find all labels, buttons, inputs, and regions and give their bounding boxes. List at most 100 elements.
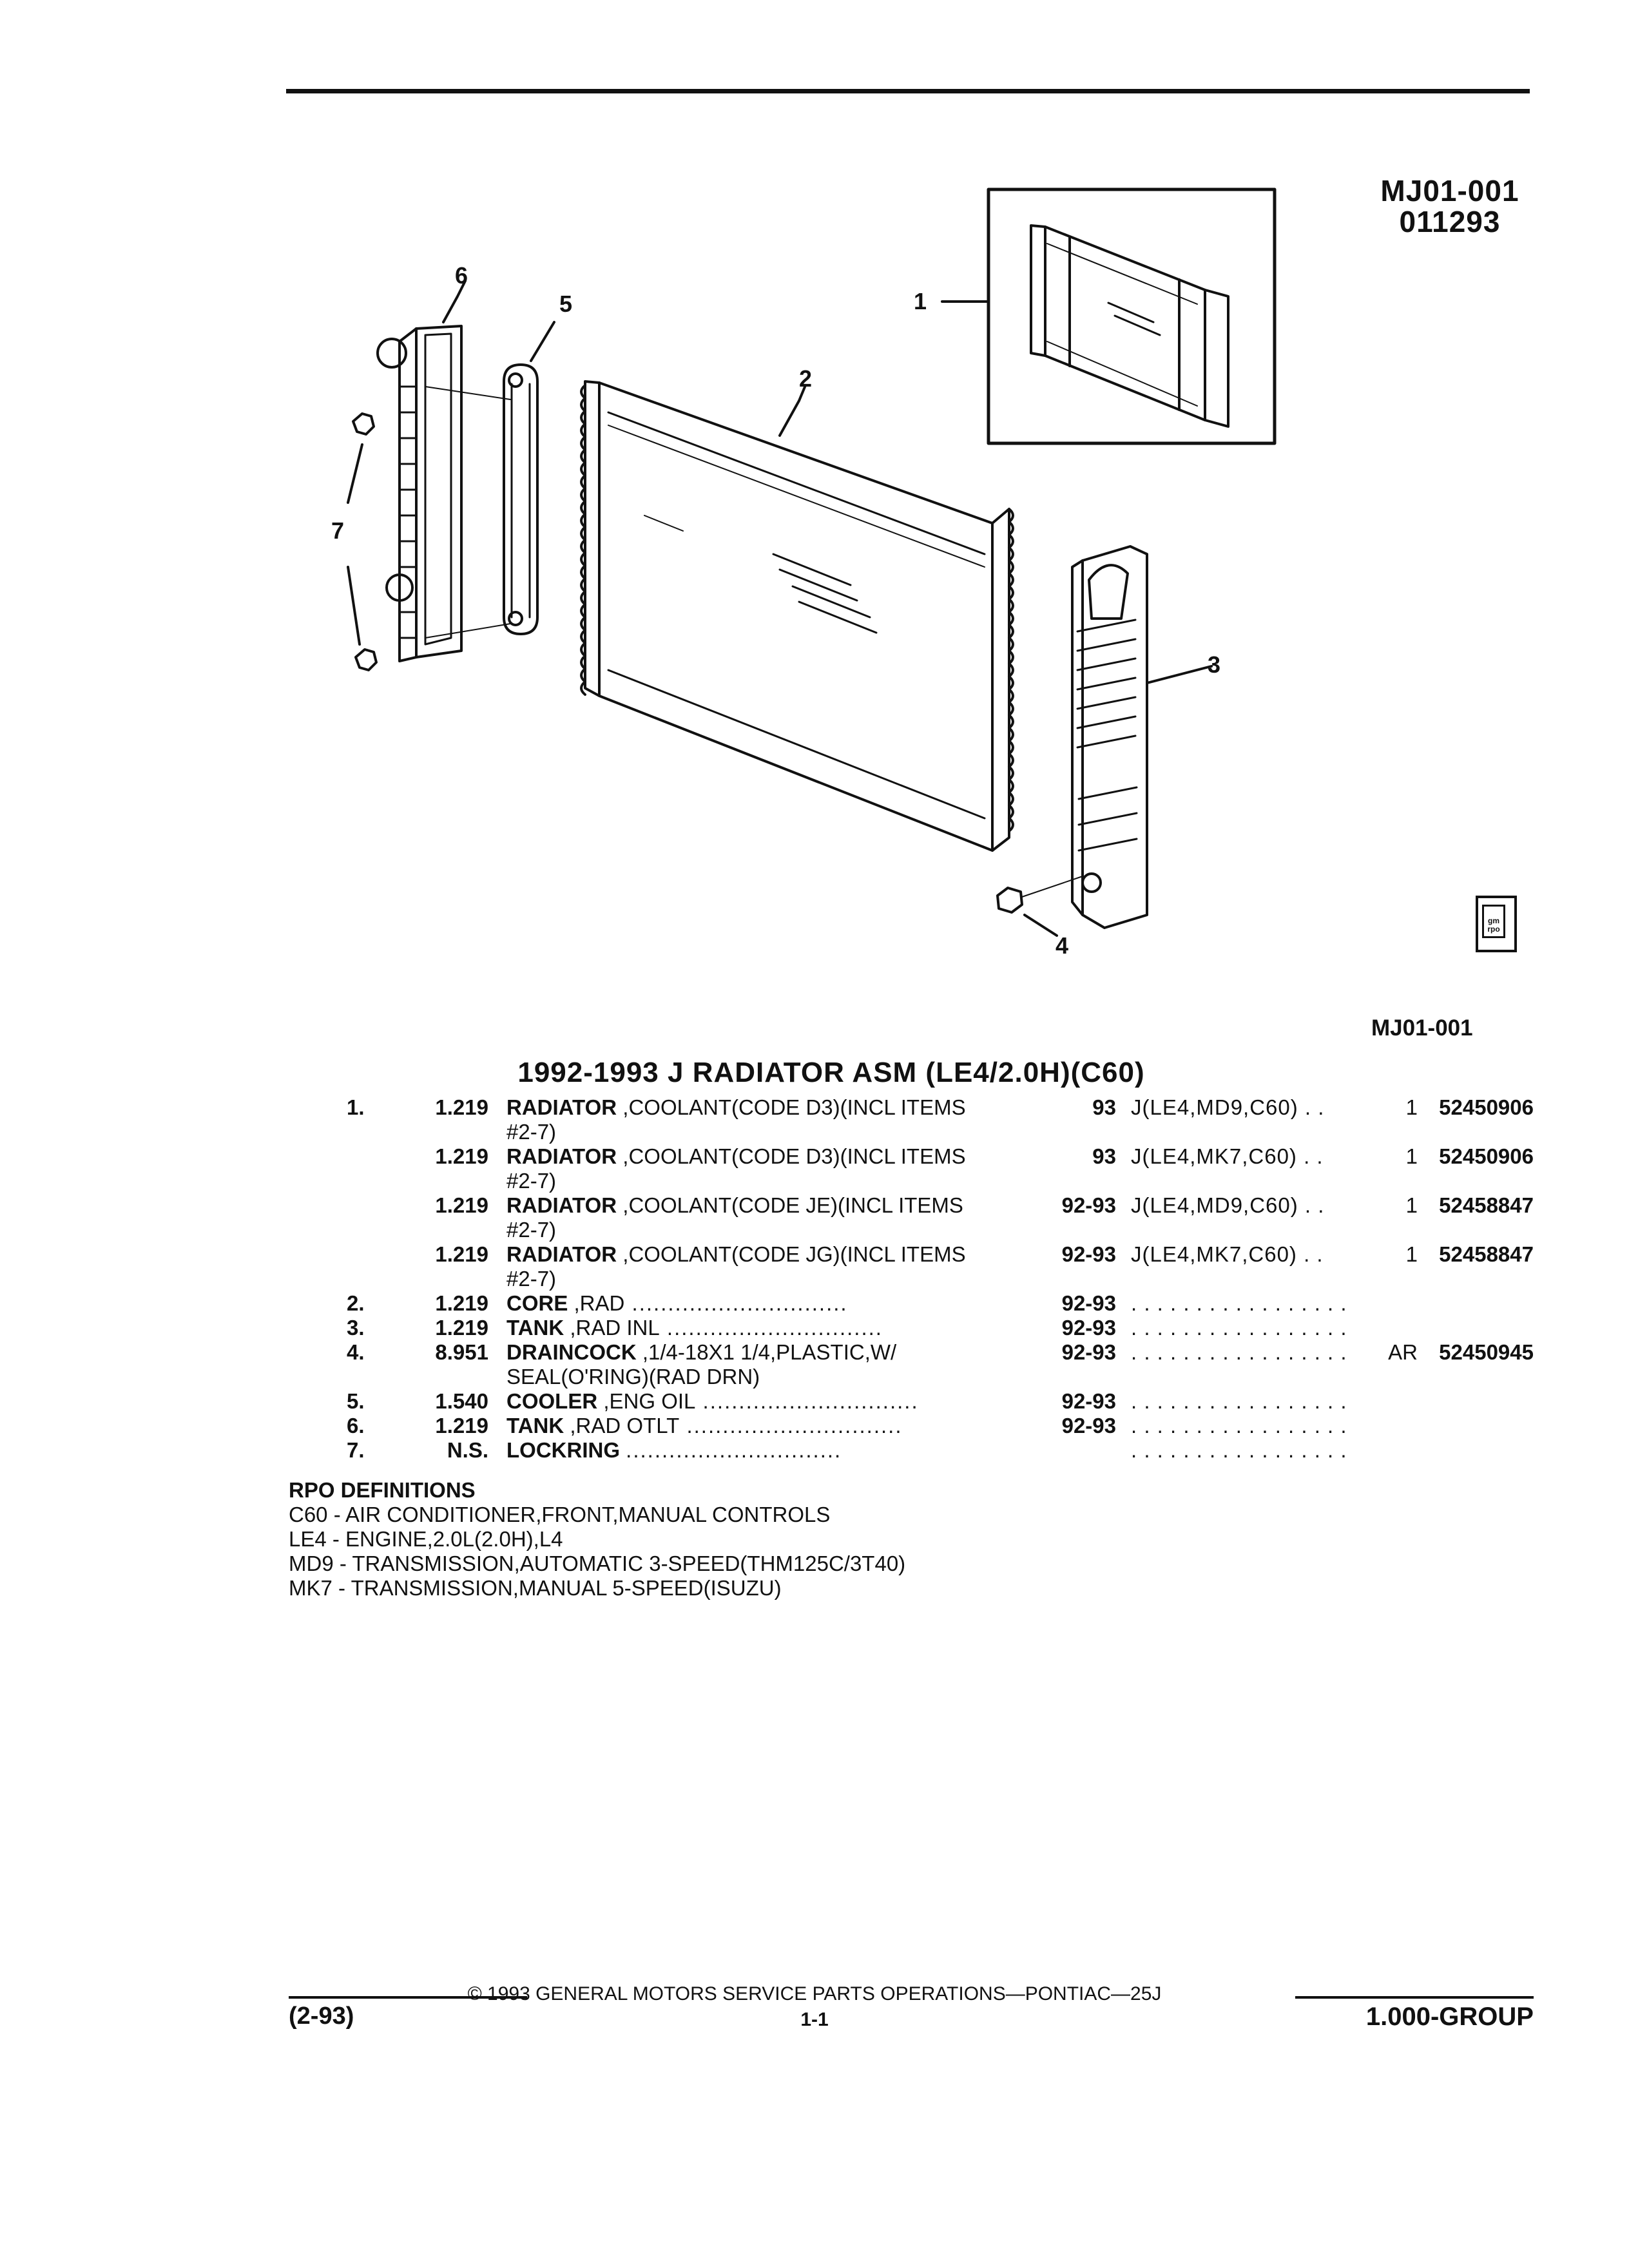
part-desc-continuation: #2-7) xyxy=(506,1120,557,1144)
part-name: CORE xyxy=(506,1291,568,1315)
part-name: LOCKRING xyxy=(506,1438,620,1462)
leader-dots: .............................. xyxy=(679,1414,903,1437)
part-desc-text: ,RAD xyxy=(574,1291,625,1315)
part-years: 93 xyxy=(1092,1144,1116,1168)
part-years: 92-93 xyxy=(1061,1389,1116,1413)
part-qty: 1.219 xyxy=(435,1414,488,1437)
part-name: RADIATOR xyxy=(506,1144,617,1168)
part-count: AR xyxy=(1388,1340,1418,1364)
footer-page-number: 1-1 xyxy=(800,2009,829,2030)
part-desc-text: ,COOLANT(CODE JE)(INCL ITEMS xyxy=(622,1193,963,1217)
ref-code-lower: MJ01-001 xyxy=(1371,1015,1473,1041)
ref-code-block: MJ01-001 011293 xyxy=(1366,175,1534,237)
ref-date: 011293 xyxy=(1399,205,1501,238)
part-models: . . . . . . . . . . . . . . . . . xyxy=(1131,1340,1347,1364)
callout-6: 6 xyxy=(455,262,468,289)
page-title: 1992-1993 J RADIATOR ASM (LE4/2.0H)(C60) xyxy=(517,1057,1145,1088)
part-item-number: 7. xyxy=(347,1438,365,1462)
part-models: J(LE4,MK7,C60) . . xyxy=(1131,1242,1324,1266)
part-qty: 1.219 xyxy=(435,1193,488,1217)
part-desc-continuation: SEAL(O'RING)(RAD DRN) xyxy=(506,1365,760,1389)
part-row: 7. N.S. . . . . . . . . . . . . . . . . . L… xyxy=(0,1438,1629,1463)
callout-7: 7 xyxy=(331,517,344,544)
part-row: 2. 1.219 92-93 . . . . . . . . . . . . . . … xyxy=(0,1291,1629,1316)
part-description: DRAINCOCK ,1/4-18X1 1/4,PLASTIC,W/SEAL(O… xyxy=(506,1340,1041,1389)
footer-copyright: © 1993 GENERAL MOTORS SERVICE PARTS OPER… xyxy=(467,1983,1162,2004)
part-name: RADIATOR xyxy=(506,1242,617,1266)
part-models: J(LE4,MD9,C60) . . xyxy=(1131,1193,1325,1217)
part-count: 1 xyxy=(1405,1193,1418,1217)
leader-dots: .............................. xyxy=(695,1389,919,1413)
part-qty: 1.219 xyxy=(435,1144,488,1168)
draincock xyxy=(996,876,1083,914)
part-qty: 1.540 xyxy=(435,1389,488,1413)
part-desc-text: ,COOLANT(CODE D3)(INCL ITEMS xyxy=(622,1095,966,1119)
part-years: 92-93 xyxy=(1061,1242,1116,1266)
part-item-number: 1. xyxy=(347,1095,365,1119)
radiator-exploded-diagram: 1 2 3 4 5 6 7 xyxy=(331,187,1277,959)
part-description: TANK ,RAD INL ..........................… xyxy=(506,1316,1041,1340)
part-row: 1.219 92-93 J(LE4,MD9,C60) . . 1 52458847 RAD… xyxy=(0,1193,1629,1242)
part-desc-continuation: #2-7) xyxy=(506,1169,557,1193)
part-item-number: 3. xyxy=(347,1316,365,1340)
part-models: J(LE4,MK7,C60) . . xyxy=(1131,1144,1324,1168)
ref-code: MJ01-001 xyxy=(1380,174,1519,207)
rpo-heading: RPO DEFINITIONS xyxy=(289,1478,476,1502)
leader-dots: .............................. xyxy=(659,1316,883,1340)
part-models: . . . . . . . . . . . . . . . . . xyxy=(1131,1389,1347,1413)
outlet-tank xyxy=(376,325,463,662)
part-name: RADIATOR xyxy=(506,1193,617,1217)
part-desc-text: ,COOLANT(CODE D3)(INCL ITEMS xyxy=(622,1144,966,1168)
part-models: . . . . . . . . . . . . . . . . . xyxy=(1131,1438,1347,1462)
part-number: 52450945 xyxy=(1439,1340,1534,1364)
part-qty: 1.219 xyxy=(435,1095,488,1119)
lockring-bottom xyxy=(354,648,378,671)
part-desc-text: ,ENG OIL xyxy=(603,1389,696,1413)
part-years: 92-93 xyxy=(1061,1291,1116,1315)
part-qty: 8.951 xyxy=(435,1340,488,1364)
part-years: 92-93 xyxy=(1061,1340,1116,1364)
top-rule xyxy=(286,89,1530,93)
part-item-number: 6. xyxy=(347,1414,365,1437)
part-number: 52458847 xyxy=(1439,1193,1534,1217)
callout-4: 4 xyxy=(1055,932,1068,959)
part-models: . . . . . . . . . . . . . . . . . xyxy=(1131,1316,1347,1340)
lockring-top xyxy=(352,412,375,436)
part-row: 5. 1.540 92-93 . . . . . . . . . . . . . . … xyxy=(0,1389,1629,1414)
part-qty: N.S. xyxy=(447,1438,488,1462)
part-desc-continuation: #2-7) xyxy=(506,1267,557,1291)
part-years: 93 xyxy=(1092,1095,1116,1119)
part-desc-text: ,1/4-18X1 1/4,PLASTIC,W/ xyxy=(642,1340,897,1364)
leader-dots: .............................. xyxy=(624,1291,848,1315)
part-models: . . . . . . . . . . . . . . . . . xyxy=(1131,1414,1347,1437)
part-number: 52458847 xyxy=(1439,1242,1534,1266)
part-desc-continuation: #2-7) xyxy=(506,1218,557,1242)
part-qty: 1.219 xyxy=(435,1291,488,1315)
rpo-definitions: RPO DEFINITIONS C60 - AIR CONDITIONER,FR… xyxy=(289,1478,905,1600)
inlet-tank xyxy=(1071,545,1148,929)
part-qty: 1.219 xyxy=(435,1316,488,1340)
part-name: DRAINCOCK xyxy=(506,1340,637,1364)
part-item-number: 2. xyxy=(347,1291,365,1315)
part-item-number: 5. xyxy=(347,1389,365,1413)
part-name: TANK xyxy=(506,1414,564,1437)
engine-oil-cooler xyxy=(503,363,539,635)
part-name: COOLER xyxy=(506,1389,598,1413)
callout-5: 5 xyxy=(559,291,572,317)
part-count: 1 xyxy=(1405,1242,1418,1266)
part-years: 92-93 xyxy=(1061,1193,1116,1217)
footer-group: 1.000-GROUP xyxy=(1365,2003,1534,2031)
part-models: . . . . . . . . . . . . . . . . . xyxy=(1131,1291,1347,1315)
part-years: 92-93 xyxy=(1061,1316,1116,1340)
part-desc-text: ,COOLANT(CODE JG)(INCL ITEMS xyxy=(622,1242,966,1266)
part-years: 92-93 xyxy=(1061,1414,1116,1437)
rpo-line: MK7 - TRANSMISSION,MANUAL 5-SPEED(ISUZU) xyxy=(289,1576,782,1600)
part-description: COOLER ,ENG OIL ........................… xyxy=(506,1389,1041,1414)
part-description: RADIATOR ,COOLANT(CODE JE)(INCL ITEMS #2-… xyxy=(506,1193,1041,1242)
part-name: TANK xyxy=(506,1316,564,1340)
part-desc-text: ,RAD OTLT xyxy=(570,1414,680,1437)
